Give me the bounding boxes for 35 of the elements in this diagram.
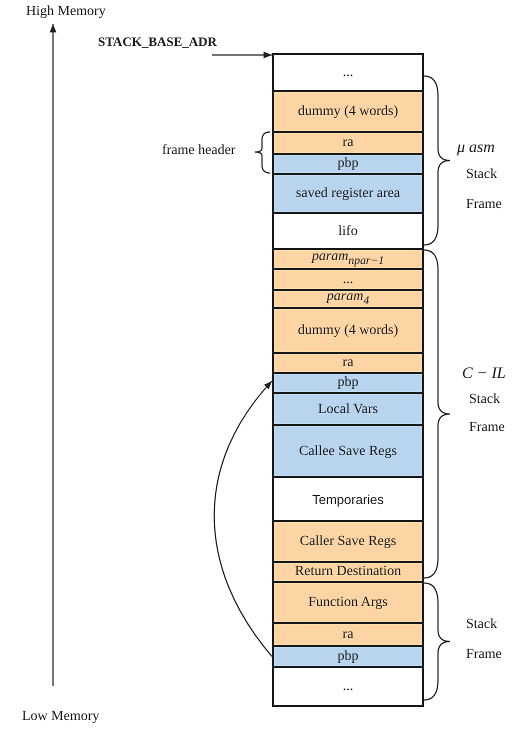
stack-slot: Temporaries [272, 476, 424, 522]
stack-slot: Callee Save Regs [272, 424, 424, 478]
text-label: Frame [466, 197, 502, 213]
text-label: Frame [466, 647, 502, 663]
text-label: Stack [466, 617, 498, 633]
frame-label: μ asm [457, 139, 495, 157]
stack-slot: pbp [272, 153, 424, 175]
stack-slot: param$_{npar−1}$ [272, 248, 424, 270]
stack-slot: Function Args [272, 581, 424, 624]
stack-slot: ... [272, 666, 424, 707]
stack-slot: saved register area [272, 173, 424, 214]
stack-slot: dummy (4 words) [272, 90, 424, 133]
stack-slot: pbp [272, 372, 424, 394]
stack-slot: ra [272, 622, 424, 647]
stack-slot: dummy (4 words) [272, 307, 424, 354]
arrow [214, 380, 272, 657]
text-label: Low Memory [22, 709, 100, 725]
text-label: High Memory [26, 4, 106, 20]
stack-slot: ra [272, 352, 424, 374]
text-label: Frame [469, 420, 505, 436]
text-label: Stack [469, 392, 500, 408]
stack-slot: Caller Save Regs [272, 520, 424, 563]
frame-label: C − IL [462, 365, 506, 383]
stack-slot: param$_{4}$ [272, 289, 424, 309]
stack-slot: lifo [272, 212, 424, 250]
arrow [212, 52, 272, 58]
address-label: STACK_BASE_ADR [98, 34, 217, 50]
text-label: Stack [466, 167, 498, 183]
stack-slot: Local Vars [272, 392, 424, 426]
text-label: frame header [162, 143, 236, 159]
stack-slot: ... [272, 268, 424, 291]
stack-slot: ra [272, 131, 424, 155]
stack-slot: ... [272, 53, 424, 92]
stack-slot: Return Destination [272, 561, 424, 583]
stack-slot: pbp [272, 645, 424, 668]
